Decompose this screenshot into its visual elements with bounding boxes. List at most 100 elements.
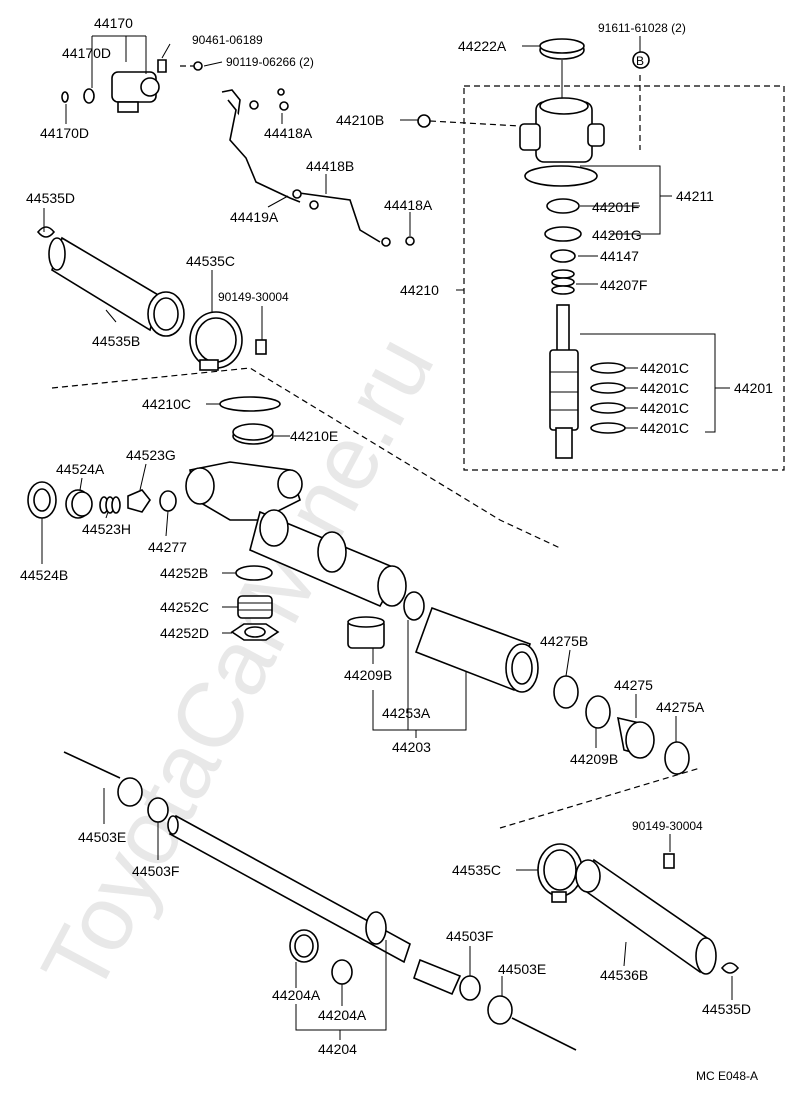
- label-44252d: 44252D: [160, 625, 209, 641]
- label-44203: 44203: [392, 739, 431, 755]
- label-44210: 44210: [400, 282, 439, 298]
- leader-lines: [41, 35, 733, 1040]
- part-44536b-boot-right: [575, 858, 717, 975]
- part-44535b-boot: [48, 236, 185, 337]
- label-44503e-a: 44503E: [78, 829, 126, 845]
- footer-code: MC E048-A: [696, 1069, 758, 1083]
- part-44252b-cap: [235, 565, 273, 581]
- part-44201-control-valve: [549, 304, 579, 459]
- part-44204-rack: [167, 814, 411, 964]
- label-90149-a: 90149-30004: [218, 290, 289, 304]
- bolt-90119: [193, 61, 203, 71]
- part-44147-ring: [550, 249, 576, 263]
- label-44535c-a: 44535C: [186, 253, 235, 269]
- watermark: ToyotaCarMine.ru: [23, 320, 454, 1009]
- label-91611: 91611-61028 (2): [598, 21, 686, 35]
- label-44201g: 44201G: [592, 227, 642, 243]
- part-44204-rack-collar: [365, 911, 387, 945]
- bolt-90149-a: [255, 339, 267, 355]
- boot-guide-line: [51, 367, 561, 549]
- label-44204a-b: 44204A: [318, 1007, 367, 1023]
- label-44418a-b: 44418A: [384, 197, 433, 213]
- label-44201f: 44201F: [592, 199, 639, 215]
- part-44523g-guide: [127, 489, 151, 513]
- part-44252d-locknut: [230, 623, 280, 641]
- part-44503f-washer-left: [147, 797, 169, 823]
- label-44222a: 44222A: [458, 38, 507, 54]
- label-44204: 44204: [318, 1041, 357, 1057]
- label-44535d-b: 44535D: [702, 1001, 751, 1017]
- label-44209b-a: 44209B: [344, 667, 392, 683]
- label-44523g: 44523G: [126, 447, 176, 463]
- part-44207f-spring: [551, 269, 575, 295]
- label-44210b: 44210B: [336, 112, 384, 128]
- label-44524b: 44524B: [20, 567, 68, 583]
- part-44201c-seal-rings: [590, 362, 626, 434]
- part-44201g-seal: [544, 226, 582, 242]
- part-44503f-sleeve-right: [413, 958, 462, 996]
- label-44535c-b: 44535C: [452, 862, 501, 878]
- clip-44535d: [36, 226, 56, 238]
- part-44204a-oring: [331, 959, 353, 985]
- label-90119: 90119-06266 (2): [226, 55, 314, 69]
- part-44210c-oring: [219, 396, 281, 412]
- label-44275: 44275: [614, 677, 653, 693]
- part-44209b-bushing-a: [347, 616, 385, 649]
- part-44535c-band: [189, 311, 243, 371]
- pressure-lines: [221, 88, 415, 247]
- ref-circle-b: [632, 51, 650, 69]
- label-44418b: 44418B: [306, 158, 354, 174]
- label-44503f-a: 44503F: [132, 863, 179, 879]
- label-44419a: 44419A: [230, 209, 279, 225]
- part-44503e-tie-rod-right: [487, 995, 577, 1051]
- part-44523h-spring: [99, 496, 121, 514]
- label-44204a-a: 44204A: [272, 987, 321, 1003]
- part-44535c-band-right: [537, 843, 583, 903]
- label-44277: 44277: [148, 539, 187, 555]
- label-44210e: 44210E: [290, 428, 338, 444]
- label-44535b: 44535B: [92, 333, 140, 349]
- part-44503e-tie-rod-left: [63, 751, 143, 807]
- label-44275a: 44275A: [656, 699, 705, 715]
- part-44204a-bushing: [289, 929, 319, 963]
- label-44210c: 44210C: [142, 396, 191, 412]
- label-44211: 44211: [676, 188, 714, 204]
- part-44275b-seal: [553, 675, 579, 709]
- label-44252b: 44252B: [160, 565, 208, 581]
- label-44523h: 44523H: [82, 521, 131, 537]
- clip-44535d-right: [720, 962, 740, 974]
- label-44253a: 44253A: [382, 705, 431, 721]
- label-44524a: 44524A: [56, 461, 105, 477]
- part-44170d-pin: [61, 91, 69, 103]
- label-44201c-1: 44201C: [640, 360, 689, 376]
- label-90461: 90461-06189: [192, 33, 263, 47]
- label-44201c-4: 44201C: [640, 420, 689, 436]
- part-44210e-bearing: [232, 423, 274, 445]
- label-44536b: 44536B: [600, 967, 648, 983]
- part-44524b-locknut: [27, 481, 57, 519]
- valve-assembly-box: [463, 85, 785, 471]
- part-44201f-seal: [546, 198, 580, 214]
- label-90149-b: 90149-30004: [632, 819, 703, 833]
- label-44201: 44201: [734, 380, 773, 396]
- part-44253a-tube: [414, 606, 539, 693]
- part-44253a-seal: [403, 591, 425, 621]
- label-44252c: 44252C: [160, 599, 209, 615]
- label-44170d-b: 44170D: [40, 125, 89, 141]
- boot-guide-line-right: [499, 767, 701, 829]
- label-44201c-2: 44201C: [640, 380, 689, 396]
- label-44201c-3: 44201C: [640, 400, 689, 416]
- label-44535d-a: 44535D: [26, 190, 75, 206]
- bolt-44210b: [417, 114, 431, 128]
- label-44209b-b: 44209B: [570, 751, 618, 767]
- bolt-90149-b: [663, 853, 675, 869]
- clip-90461: [157, 59, 167, 73]
- part-44170d-ring: [83, 88, 95, 104]
- part-44277-rack-guide: [159, 490, 177, 512]
- part-44209b-seal-b: [585, 695, 611, 729]
- part-44275-stopper: [616, 716, 655, 759]
- label-44503f-b: 44503F: [446, 928, 493, 944]
- part-44203-gear-housing: [185, 461, 407, 608]
